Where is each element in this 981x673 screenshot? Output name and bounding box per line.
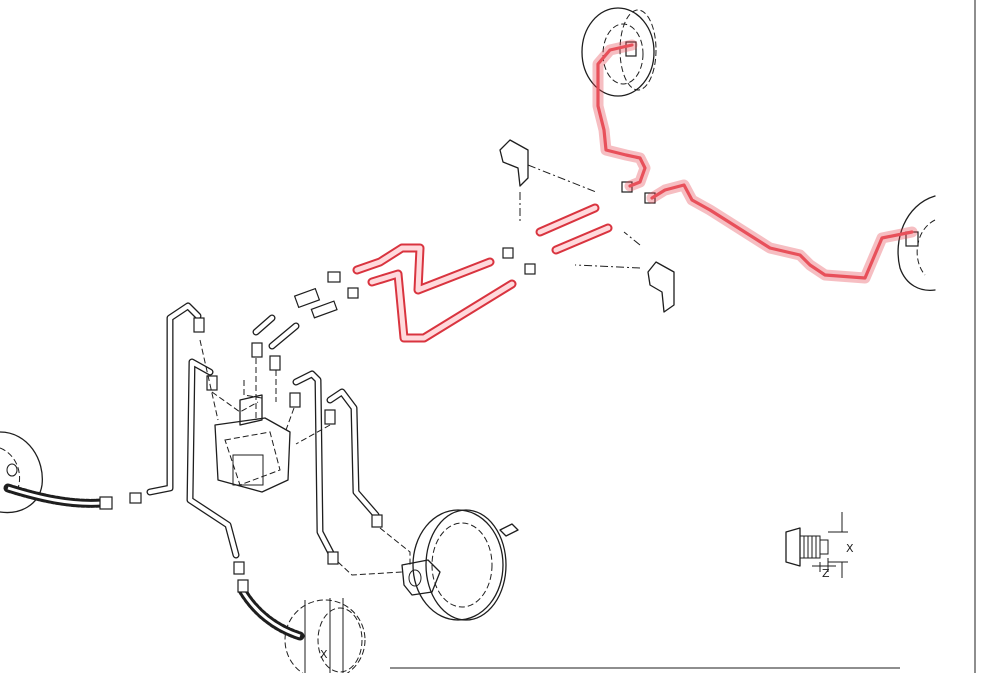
rear-right-wheel	[581, 7, 657, 97]
black-brake-pipes	[146, 302, 380, 559]
highlighted-brake-lines	[352, 39, 918, 343]
x-wheel-label: X	[320, 648, 328, 661]
mounting-brackets	[499, 139, 675, 313]
distribution-block	[214, 394, 291, 493]
flexible-hoses	[3, 483, 305, 641]
brake-drum	[401, 509, 519, 621]
fittings	[99, 41, 919, 593]
bottom-wheel	[284, 598, 366, 673]
z-dimension-label: Z	[822, 567, 830, 580]
x-dimension-label: X	[846, 542, 854, 555]
connection-lines	[199, 164, 641, 576]
thread-dimension-detail	[785, 512, 848, 578]
